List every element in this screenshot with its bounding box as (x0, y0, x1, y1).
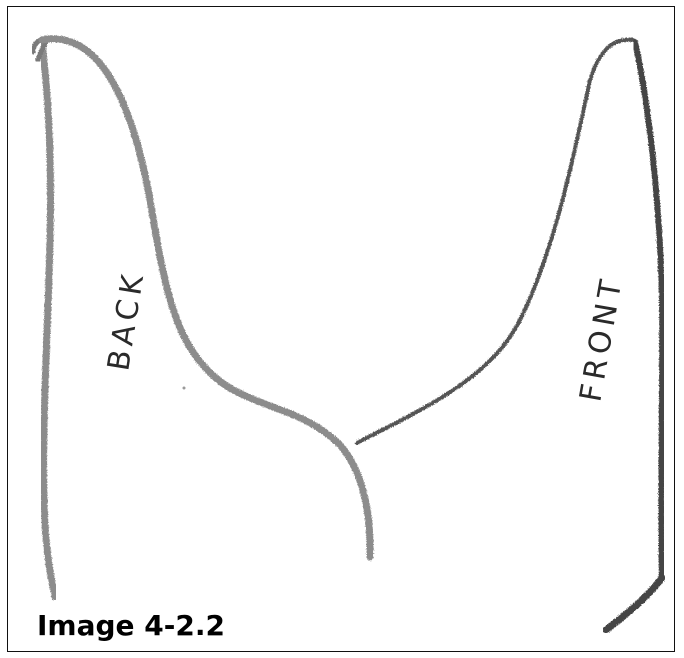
back-label: BACK (101, 268, 151, 373)
back-outer-edge (42, 44, 55, 597)
pencil-dot (183, 387, 186, 390)
front-label: FRONT (573, 273, 630, 405)
back-inner-curve (42, 39, 370, 557)
front-outer-edge (635, 42, 662, 578)
image-caption: Image 4-2.2 (37, 612, 225, 640)
front-bottom-foot (606, 578, 662, 630)
